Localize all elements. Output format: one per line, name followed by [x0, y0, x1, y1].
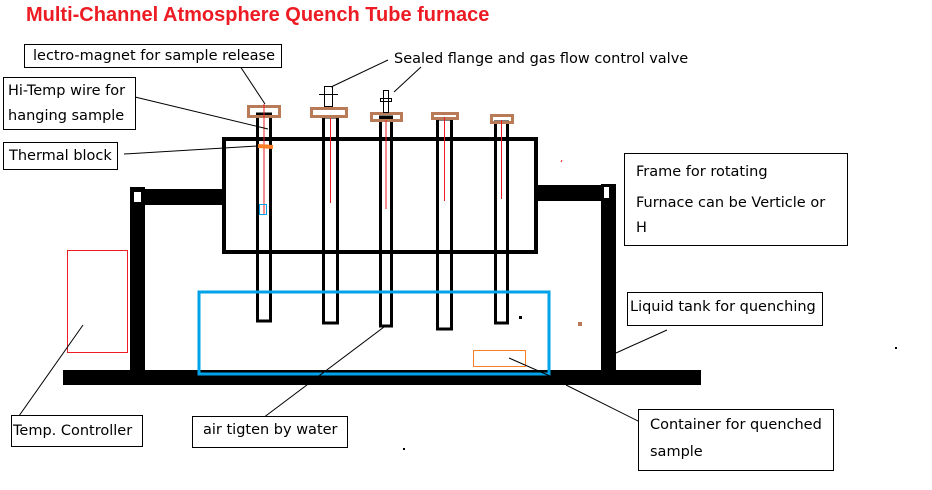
leader-container-2: [508, 357, 551, 377]
left-frame-post: [130, 187, 145, 372]
label-frame: Frame for rotating Furnace can be Vertic…: [624, 153, 848, 246]
right-pivot: [604, 187, 609, 198]
tube-channel-1: [247, 104, 281, 323]
leader-hi-temp-wire: [134, 96, 269, 130]
label-frame-line3: H: [636, 220, 647, 236]
label-temp-controller: Temp. Controller: [11, 415, 143, 447]
thermal-block: [257, 144, 274, 149]
label-air-tight-text: air tigten by water: [203, 422, 338, 438]
label-hi-temp-wire-line2: hanging sample: [8, 108, 125, 124]
diagram-title: Multi-Channel Atmosphere Quench Tube fur…: [26, 4, 490, 26]
tube-channel-3: [370, 112, 403, 328]
label-temp-controller-text: Temp. Controller: [13, 423, 133, 439]
leader-sealed-flange-1: [330, 59, 389, 88]
label-sealed-flange: Sealed flange and gas flow control valve: [394, 51, 688, 67]
left-frame-arm: [145, 189, 225, 205]
gas-valve-1: [319, 86, 338, 107]
left-pivot: [134, 192, 141, 202]
label-hi-temp-wire: Hi-Temp wire for hanging sample: [3, 77, 136, 130]
tube-channel-5: [490, 114, 514, 325]
label-sealed-flange-text: Sealed flange and gas flow control valve: [394, 51, 689, 67]
right-frame-post: [601, 184, 616, 372]
liquid-tank: [197, 290, 551, 376]
quench-container: [473, 350, 526, 367]
base-platform: [63, 370, 701, 385]
label-air-tight: air tigten by water: [192, 416, 348, 448]
stray-dot: [578, 322, 582, 326]
label-thermal-block: Thermal block: [3, 142, 118, 170]
stray-dot: [403, 448, 405, 450]
label-electromagnet-text: lectro-magnet for sample release: [33, 48, 275, 64]
tube-plug: [379, 116, 393, 119]
temp-controller-unit: [67, 250, 128, 353]
leader-air-tight: [262, 326, 385, 419]
leader-sealed-flange-2: [393, 66, 422, 93]
stray-mark: [560, 159, 563, 163]
label-liquid-tank-text: Liquid tank for quenching: [630, 299, 816, 315]
leader-thermal-block: [123, 145, 259, 155]
right-frame-arm: [536, 185, 602, 201]
leader-container: [565, 384, 643, 424]
label-frame-line1: Frame for rotating: [636, 164, 768, 180]
tube-channel-2: [310, 107, 348, 325]
hanging-sample: [259, 204, 267, 215]
stray-dot: [519, 316, 522, 319]
label-container-line1: Container for quenched: [650, 417, 822, 433]
label-container-line2: sample: [650, 444, 703, 460]
tubes-group: [247, 104, 514, 331]
flange-cap: [310, 107, 348, 118]
tube-channel-4: [431, 112, 459, 331]
leader-temp-controller: [13, 324, 84, 424]
stray-dot: [895, 347, 897, 349]
label-electromagnet: lectro-magnet for sample release: [24, 44, 282, 68]
label-hi-temp-wire-line1: Hi-Temp wire for: [8, 83, 126, 99]
label-thermal-block-text: Thermal block: [9, 148, 112, 164]
label-container: Container for quenched sample: [638, 409, 834, 471]
leader-liquid-tank: [615, 329, 668, 354]
label-liquid-tank: Liquid tank for quenching: [627, 292, 823, 326]
gas-valve-2: [380, 90, 392, 113]
label-frame-line2: Furnace can be Verticle or: [636, 195, 826, 211]
